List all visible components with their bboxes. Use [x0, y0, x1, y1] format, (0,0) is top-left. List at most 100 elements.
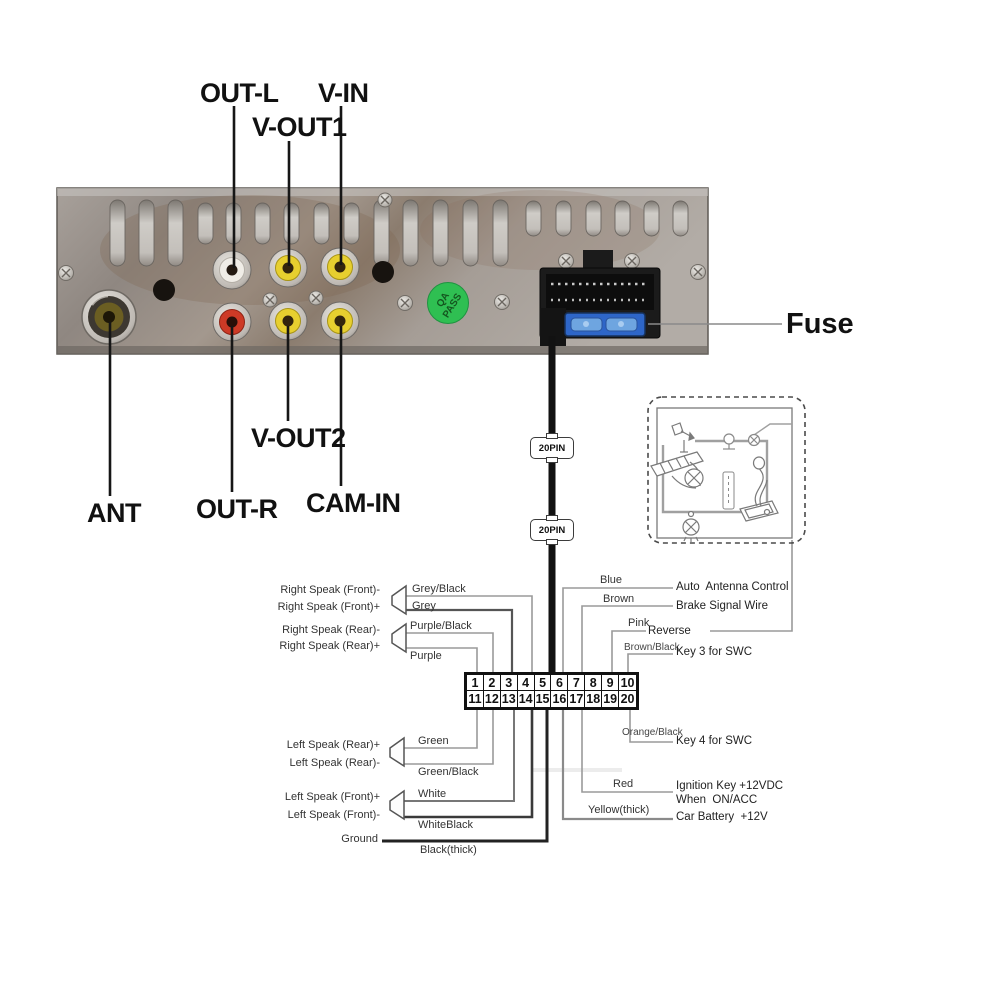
label-key4-swc: Key 4 for SWC — [676, 735, 753, 747]
pin-cell: 2 — [483, 675, 501, 691]
wire-label-pink: Pink — [628, 617, 650, 629]
wire-ground-black — [382, 710, 549, 843]
wire-pink — [611, 630, 646, 675]
label-antenna-control: Auto Antenna Control — [676, 581, 789, 593]
pin-cell: 6 — [551, 675, 569, 691]
switch-icon — [671, 422, 695, 453]
rca-out-l — [212, 250, 252, 290]
pin-cell: 14 — [518, 691, 535, 707]
wire-label-white-black: WhiteBlack — [418, 819, 474, 831]
label-left-front-pos: Left Speak (Front)+ — [284, 791, 380, 803]
wire-blue — [562, 587, 673, 675]
wire-label-purple: Purple — [410, 650, 442, 662]
wire-label-purple-black: Purple/Black — [410, 620, 472, 632]
label-v-in: V-IN — [318, 78, 369, 108]
label-out-r: OUT-R — [196, 494, 278, 524]
pin-cell: 16 — [552, 691, 569, 707]
label-reverse: Reverse — [648, 625, 691, 637]
indicator-lamp-icon — [747, 433, 761, 447]
label-ant: ANT — [87, 498, 142, 528]
label-right-front-neg: Right Speak (Front)- — [280, 584, 380, 596]
wire-label-brown-black: Brown/Black — [624, 642, 680, 653]
pin-number-table: 1 2 3 4 5 6 7 8 9 10 11 12 13 14 15 16 1… — [464, 672, 639, 710]
pin-cell: 10 — [619, 675, 636, 691]
leader-lines — [108, 106, 343, 496]
pin-cell: 20 — [620, 692, 635, 706]
label-car-battery: Car Battery +12V — [676, 811, 768, 823]
wire-label-green-black: Green/Black — [418, 766, 479, 778]
label-left-rear-neg: Left Speak (Rear)- — [289, 757, 380, 769]
wire-label-blue: Blue — [600, 574, 623, 586]
wire-grey — [406, 608, 514, 675]
label-right-rear-neg: Right Speak (Rear)- — [282, 624, 380, 636]
reverse-wiring-inset — [647, 396, 806, 544]
label-ignition-line1: Ignition Key +12VDC — [676, 780, 784, 792]
panel-screws — [58, 192, 706, 311]
gear-shifter-icon — [739, 456, 779, 522]
wire-label-grey-black: Grey/Black — [412, 583, 466, 595]
pin-cell: 1 — [467, 675, 484, 691]
wire-orange-black — [629, 710, 673, 743]
pin-cell: 12 — [484, 691, 501, 707]
wire-purple-black — [406, 632, 494, 675]
pin-cell: 9 — [602, 675, 620, 691]
pin-cell: 8 — [585, 675, 603, 691]
panel-hole — [372, 261, 394, 283]
wire-grey-black — [406, 595, 533, 675]
harness-tag-20pin-upper: 20PIN — [530, 437, 574, 459]
label-cam-in: CAM-IN — [306, 488, 401, 518]
label-left-front-neg: Left Speak (Front)- — [287, 809, 380, 821]
qa-pass-sticker: QA PASS — [427, 282, 469, 324]
fuse-block — [564, 312, 646, 337]
wire-white — [404, 710, 515, 802]
ground-lamp-icon — [682, 508, 771, 542]
wire-brown-black — [627, 653, 673, 675]
lamp-icon — [723, 433, 735, 450]
handbrake-lever-icon — [650, 451, 704, 489]
label-brake-signal: Brake Signal Wire — [676, 600, 769, 612]
label-right-rear-pos: Right Speak (Rear)+ — [279, 640, 380, 652]
wire-label-white: White — [418, 788, 447, 800]
pin-cell: 17 — [569, 691, 586, 707]
ant-connector — [81, 289, 137, 345]
rear-panel: QA PASS — [56, 187, 709, 355]
wire-label-black-thick: Black(thick) — [420, 844, 477, 856]
wire-yellow — [561, 710, 673, 821]
label-v-out2: V-OUT2 — [251, 423, 346, 453]
wire-label-yellow-thick: Yellow(thick) — [588, 804, 650, 816]
wire-red — [581, 710, 673, 793]
wiring-lines — [382, 540, 793, 843]
pin-cell: 18 — [586, 691, 603, 707]
rca-v-out1 — [268, 248, 308, 288]
power-connector — [539, 250, 661, 346]
speaker-icon-right-front — [391, 584, 407, 616]
pin-cell: 15 — [535, 691, 552, 707]
wire-green — [404, 710, 478, 749]
wire-label-orange-black: Orange/Black — [622, 727, 683, 738]
wire-label-brown: Brown — [603, 593, 635, 605]
speaker-icon-right-rear — [391, 622, 407, 654]
wire-green-black — [404, 710, 494, 765]
label-right-front-pos: Right Speak (Front)+ — [277, 601, 380, 613]
wire-brown — [581, 605, 673, 675]
wire-white-black — [404, 710, 534, 819]
pin-cell: 11 — [467, 691, 484, 707]
rca-v-in — [320, 247, 360, 287]
wire-label-green: Green — [418, 735, 449, 747]
pin-cell: 5 — [534, 675, 552, 691]
wire-label-grey: Grey — [412, 600, 436, 612]
speaker-icons — [389, 584, 407, 821]
label-out-l: OUT-L — [200, 78, 279, 108]
pin-cell: 4 — [517, 675, 535, 691]
label-v-out1: V-OUT1 — [252, 112, 347, 142]
speaker-icon-left-rear — [389, 736, 405, 768]
label-left-rear-pos: Left Speak (Rear)+ — [286, 739, 380, 751]
label-ignition-line2: When ON/ACC — [676, 794, 758, 806]
wire-reverse-link — [710, 540, 793, 632]
pin-cell: 19 — [603, 691, 620, 707]
label-ground: Ground — [341, 833, 378, 845]
pin-cell: 7 — [568, 675, 586, 691]
wire-label-red: Red — [613, 778, 634, 790]
